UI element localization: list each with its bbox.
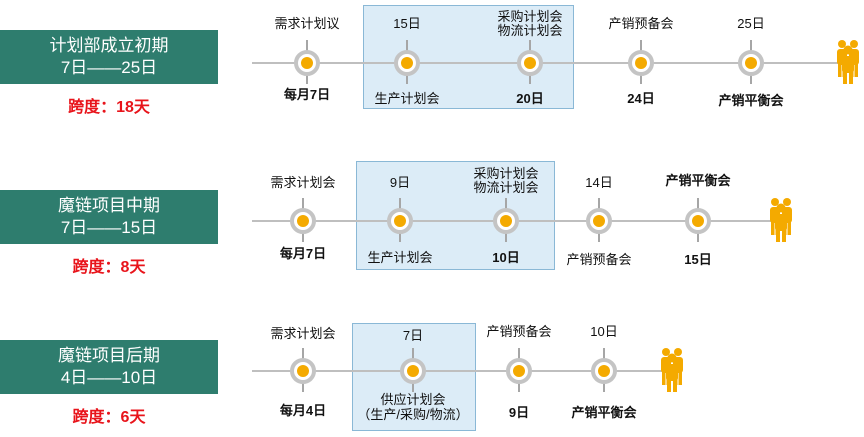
stage-3-timeline [252, 370, 666, 372]
timeline-node [290, 358, 316, 384]
timeline-node [387, 208, 413, 234]
timeline-node [493, 208, 519, 234]
event-bottom-label: 24日 [627, 91, 655, 106]
event-top-label: 25日 [737, 16, 765, 31]
timeline-node [394, 50, 420, 76]
stage-2-title: 魔链项目中期 [58, 196, 160, 215]
event-bottom-label: 20日 [516, 91, 544, 106]
timeline-node [294, 50, 320, 76]
event-top-label: 9日 [389, 175, 411, 190]
timeline-node [628, 50, 654, 76]
event-bottom-label: 10日 [492, 250, 520, 265]
event-bottom-label: 产销平衡会 [718, 93, 784, 108]
stage-2-span: 跨度：8天 [72, 259, 146, 276]
event-top-label: 15日 [393, 16, 421, 31]
event-top-label: 采购计划会 [497, 9, 563, 24]
stage-3-title: 魔链项目后期 [58, 346, 160, 365]
event-top-label: 采购计划会 [473, 166, 539, 181]
stage-3-highlight [352, 323, 476, 431]
event-bottom-label: 9日 [508, 405, 530, 420]
event-top-label-2: 物流计划会 [473, 180, 539, 195]
stage-1-timeline [252, 62, 840, 64]
event-bottom-label: 生产计划会 [367, 250, 433, 265]
timeline-node [517, 50, 543, 76]
stage-1-box: 计划部成立初期 7日——25日 [0, 30, 218, 84]
event-top-label: 7日 [402, 328, 424, 343]
stage-2-box: 魔链项目中期 7日——15日 [0, 190, 218, 244]
event-top-label: 产销平衡会 [665, 173, 731, 188]
event-bottom-label: 每月4日 [279, 403, 327, 418]
event-bottom-label: 每月7日 [283, 87, 331, 102]
timeline-node [738, 50, 764, 76]
event-top-label: 产销预备会 [608, 16, 674, 31]
event-bottom-label: 产销预备会 [566, 252, 632, 267]
timeline-node [591, 358, 617, 384]
stage-1-range: 7日——25日 [60, 58, 158, 77]
timeline-node [400, 358, 426, 384]
stage-3-box: 魔链项目后期 4日——10日 [0, 340, 218, 394]
event-bottom-label: 生产计划会 [374, 91, 440, 106]
people-group-icon [661, 348, 683, 392]
event-bottom-label: 15日 [684, 252, 712, 267]
event-bottom-label: 每月7日 [279, 246, 327, 261]
event-top-label: 产销预备会 [486, 324, 552, 339]
event-top-label: 需求计划会 [270, 175, 336, 190]
stage-2-highlight [356, 161, 555, 270]
event-bottom-label-2: （生产/采购/物流） [357, 407, 469, 422]
people-group-icon [837, 40, 859, 84]
event-top-label: 需求计划会 [270, 326, 336, 341]
event-bottom-label: 产销平衡会 [571, 405, 637, 420]
event-top-label-2: 物流计划会 [497, 23, 563, 38]
stage-3-span: 跨度：6天 [72, 409, 146, 426]
stage-1-title: 计划部成立初期 [49, 36, 169, 55]
event-top-label: 需求计划议 [274, 16, 340, 31]
stage-1-span: 跨度：18天 [68, 99, 150, 116]
event-top-label: 14日 [585, 175, 613, 190]
timeline-node [685, 208, 711, 234]
stage-2-range: 7日——15日 [60, 218, 158, 237]
stage-3-range: 4日——10日 [60, 368, 158, 387]
timeline-node [586, 208, 612, 234]
people-group-icon [770, 198, 792, 242]
event-bottom-label: 供应计划会 [380, 392, 446, 407]
event-top-label: 10日 [590, 324, 618, 339]
timeline-node [290, 208, 316, 234]
timeline-node [506, 358, 532, 384]
